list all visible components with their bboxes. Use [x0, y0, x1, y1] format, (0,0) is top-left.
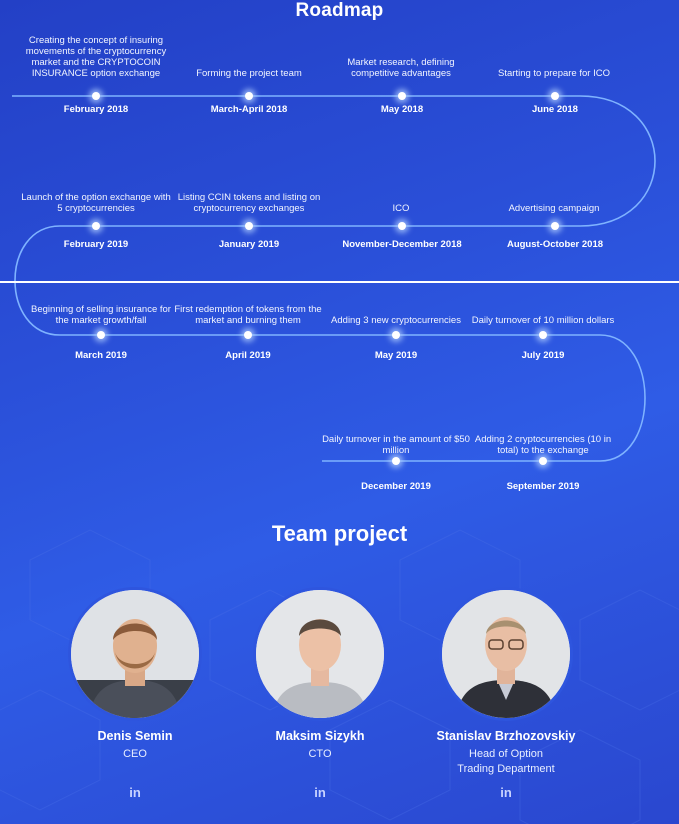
- person-photo-icon: [442, 590, 570, 718]
- team-member-card: Maksim Sizykh CTO: [225, 587, 415, 762]
- team-member-card: Stanislav Brzhozovskiy Head of Option Tr…: [411, 587, 601, 777]
- event-description: Forming the project team: [196, 68, 302, 79]
- roadmap-event: Daily turnover in the amount of $50 mill…: [321, 420, 471, 456]
- milestone-dot: [392, 331, 400, 339]
- event-date: May 2019: [374, 350, 418, 361]
- member-role: CEO: [123, 748, 147, 760]
- roadmap-event: Creating the concept of insuring movemen…: [21, 28, 171, 79]
- event-date: January 2019: [218, 239, 280, 250]
- roadmap-event: Daily turnover of 10 million dollars: [468, 290, 618, 326]
- milestone-dot: [398, 92, 406, 100]
- event-description: Adding 3 new cryptocurrencies: [331, 315, 461, 326]
- milestone-dot: [551, 92, 559, 100]
- event-date: March-April 2018: [210, 104, 288, 115]
- event-description: Creating the concept of insuring movemen…: [25, 35, 167, 79]
- image-seam: [0, 281, 679, 283]
- event-date: July 2019: [521, 350, 565, 361]
- roadmap-event: Listing CCIN tokens and listing on crypt…: [174, 170, 324, 214]
- event-description: Advertising campaign: [508, 203, 600, 214]
- member-name: Maksim Sizykh: [275, 729, 365, 743]
- member-role: CTO: [308, 748, 332, 760]
- person-photo-icon: [256, 590, 384, 718]
- team-section-title: Team project: [271, 521, 408, 546]
- event-date: April 2019: [225, 350, 271, 361]
- roadmap-event: Forming the project team: [174, 28, 324, 79]
- avatar: [439, 587, 573, 721]
- roadmap-event: Adding 3 new cryptocurrencies: [321, 290, 471, 326]
- milestone-dot: [92, 92, 100, 100]
- roadmap-event: Launch of the option exchange with 5 cry…: [21, 170, 171, 214]
- event-date: March 2019: [75, 350, 127, 361]
- roadmap-event: Adding 2 cryptocurrencies (10 in total) …: [468, 420, 618, 456]
- event-date: February 2018: [63, 104, 129, 115]
- event-description: First redemption of tokens from the mark…: [174, 304, 322, 326]
- linkedin-icon[interactable]: in: [314, 785, 326, 800]
- roadmap-event: ICO: [326, 170, 476, 214]
- person-photo-icon: [71, 590, 199, 718]
- milestone-dot: [392, 457, 400, 465]
- milestone-dot: [245, 222, 253, 230]
- event-date: August-October 2018: [506, 239, 604, 250]
- event-description: Daily turnover in the amount of $50 mill…: [322, 434, 470, 456]
- avatar: [253, 587, 387, 721]
- event-description: Launch of the option exchange with 5 cry…: [21, 192, 171, 214]
- avatar: [68, 587, 202, 721]
- roadmap-line: [0, 95, 679, 462]
- event-date: September 2019: [506, 481, 580, 492]
- event-description: Starting to prepare for ICO: [498, 68, 610, 79]
- event-date: June 2018: [532, 104, 578, 115]
- milestone-dot: [398, 222, 406, 230]
- milestone-dot: [539, 331, 547, 339]
- member-role: Head of Option Trading Department: [457, 748, 555, 775]
- roadmap-event: First redemption of tokens from the mark…: [173, 290, 323, 326]
- event-date: December 2019: [361, 481, 431, 492]
- member-name: Denis Semin: [97, 729, 173, 743]
- milestone-dot: [539, 457, 547, 465]
- event-date: May 2018: [380, 104, 424, 115]
- linkedin-icon[interactable]: in: [500, 785, 512, 800]
- event-description: Market research, defining competitive ad…: [347, 57, 455, 79]
- roadmap-event: Advertising campaign: [479, 170, 629, 214]
- event-description: Daily turnover of 10 million dollars: [471, 315, 615, 326]
- milestone-dot: [245, 92, 253, 100]
- event-description: ICO: [392, 203, 410, 214]
- roadmap-title: Roadmap: [295, 0, 384, 21]
- milestone-dot: [551, 222, 559, 230]
- member-name: Stanislav Brzhozovskiy: [436, 729, 576, 743]
- milestone-dot: [92, 222, 100, 230]
- linkedin-icon[interactable]: in: [129, 785, 141, 800]
- milestone-dot: [97, 331, 105, 339]
- event-description: Adding 2 cryptocurrencies (10 in total) …: [474, 434, 612, 456]
- event-date: November-December 2018: [342, 239, 462, 250]
- team-member-card: Denis Semin CEO: [40, 587, 230, 762]
- roadmap-event: Starting to prepare for ICO: [479, 28, 629, 79]
- roadmap-event: Beginning of selling insurance for the m…: [26, 290, 176, 326]
- event-description: Beginning of selling insurance for the m…: [31, 304, 171, 326]
- event-description: Listing CCIN tokens and listing on crypt…: [177, 192, 321, 214]
- milestone-dot: [244, 331, 252, 339]
- roadmap-event: Market research, defining competitive ad…: [326, 28, 476, 79]
- event-date: February 2019: [63, 239, 129, 250]
